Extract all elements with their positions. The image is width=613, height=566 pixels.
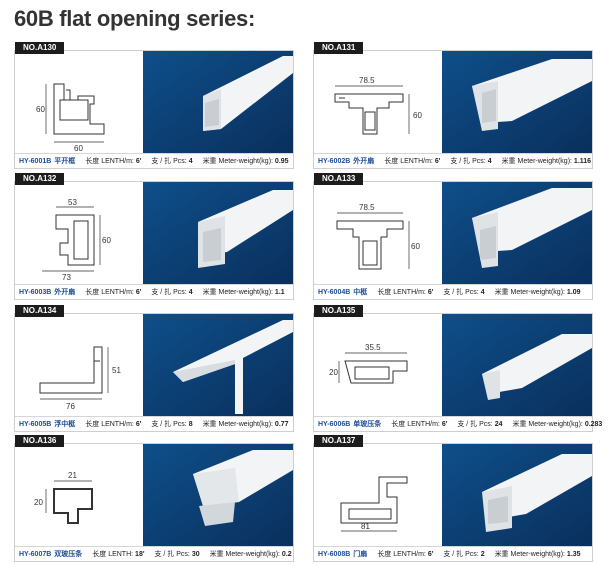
dim-width: 35.5 <box>365 343 381 352</box>
profile-drawing: 53 60 73 <box>42 198 111 282</box>
dim-width: 81 <box>361 522 370 531</box>
dim-width: 78.5 <box>359 76 375 85</box>
dim-width: 73 <box>62 273 71 282</box>
profile-drawing: 35.5 20 <box>329 343 408 384</box>
product-number: NO.A136 <box>15 435 65 447</box>
profile-drawing: 60 60 <box>36 83 105 153</box>
product-number: NO.A132 <box>15 173 65 185</box>
page-title: 60B flat opening series: <box>14 6 255 31</box>
product-photo <box>442 314 592 418</box>
dim-height: 20 <box>34 498 43 507</box>
dim-height: 51 <box>112 366 121 375</box>
dim-top: 53 <box>68 198 77 207</box>
dim-height: 60 <box>413 111 422 120</box>
product-number: NO.A135 <box>314 305 364 317</box>
product-photo <box>442 444 592 548</box>
product-photo <box>442 182 592 286</box>
dim-height: 60 <box>411 242 420 251</box>
product-photo <box>143 314 293 418</box>
product-number: NO.A130 <box>15 42 65 54</box>
dim-height: 60 <box>36 105 45 114</box>
product-photo <box>143 182 293 286</box>
dim-height: 60 <box>102 236 111 245</box>
profile-drawing: 78.5 60 <box>334 76 422 135</box>
profile-drawing: 78.5 60 <box>336 203 420 270</box>
product-photo <box>143 444 293 548</box>
product-number: NO.A133 <box>314 173 364 185</box>
profile-drawing: 81 <box>340 476 408 532</box>
profile-drawing: 51 76 <box>39 346 121 411</box>
dim-width: 21 <box>68 471 77 480</box>
product-photo <box>442 51 592 155</box>
product-photo <box>143 51 293 155</box>
dim-width: 60 <box>74 144 83 153</box>
dim-height: 20 <box>329 368 338 377</box>
dim-width: 78.5 <box>359 203 375 212</box>
product-number: NO.A137 <box>314 435 364 447</box>
dim-width: 76 <box>66 402 75 411</box>
product-number: NO.A134 <box>15 305 65 317</box>
profile-drawing: 21 20 <box>34 471 93 524</box>
product-number: NO.A131 <box>314 42 364 54</box>
